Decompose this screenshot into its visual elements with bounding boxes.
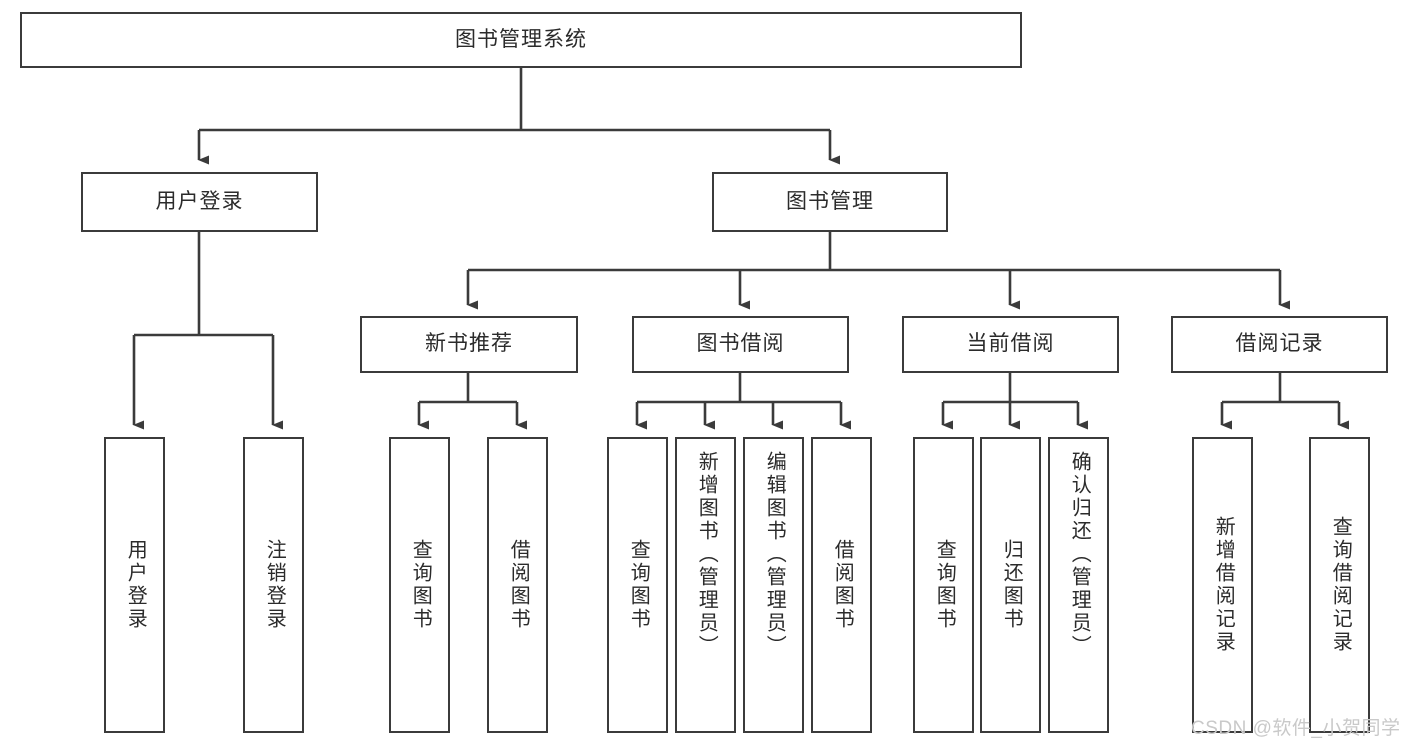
node-current-borrow[interactable]: 当前借阅: [902, 316, 1119, 373]
leaf-query-book-borrow-label: 查询图书: [627, 539, 650, 631]
node-root-label: 图书管理系统: [455, 27, 587, 51]
leaf-return-book-label: 归还图书: [1000, 539, 1023, 631]
leaf-borrow-book-borrow-label: 借阅图书: [831, 539, 854, 631]
leaf-borrow-book-borrow[interactable]: 借阅图书: [811, 437, 872, 733]
leaf-query-book-current[interactable]: 查询图书: [913, 437, 974, 733]
node-borrow-records-label: 借阅记录: [1235, 332, 1324, 356]
node-new-book-recommend-label: 新书推荐: [425, 332, 513, 356]
leaf-query-book-current-label: 查询图书: [933, 539, 956, 631]
node-user-login-label: 用户登录: [155, 189, 244, 213]
node-current-borrow-label: 当前借阅: [966, 332, 1055, 356]
leaf-query-book-borrow[interactable]: 查询图书: [607, 437, 668, 733]
leaf-query-borrow-record-label: 查询借阅记录: [1329, 516, 1352, 654]
csdn-watermark: CSDN @软件_小贺同学: [1191, 718, 1401, 739]
leaf-confirm-return-admin[interactable]: 确认归还（管理员）: [1048, 437, 1109, 733]
leaf-logout[interactable]: 注销登录: [243, 437, 304, 733]
leaf-return-book[interactable]: 归还图书: [980, 437, 1041, 733]
leaf-logout-label: 注销登录: [263, 539, 286, 631]
leaf-add-borrow-record[interactable]: 新增借阅记录: [1192, 437, 1253, 733]
leaf-query-book-newbook[interactable]: 查询图书: [389, 437, 450, 733]
leaf-borrow-book-newbook-label: 借阅图书: [507, 539, 530, 631]
leaf-user-login-label: 用户登录: [124, 539, 147, 631]
leaf-confirm-return-admin-label: 确认归还（管理员）: [1068, 451, 1091, 658]
leaf-add-book-admin[interactable]: 新增图书（管理员）: [675, 437, 736, 733]
node-book-borrow[interactable]: 图书借阅: [632, 316, 849, 373]
node-borrow-records[interactable]: 借阅记录: [1171, 316, 1388, 373]
node-new-book-recommend[interactable]: 新书推荐: [360, 316, 578, 373]
leaf-edit-book-admin[interactable]: 编辑图书（管理员）: [743, 437, 804, 733]
leaf-add-book-admin-label: 新增图书（管理员）: [695, 451, 718, 658]
node-root[interactable]: 图书管理系统: [20, 12, 1022, 68]
node-book-borrow-label: 图书借阅: [696, 332, 785, 356]
node-book-management[interactable]: 图书管理: [712, 172, 948, 232]
leaf-user-login[interactable]: 用户登录: [104, 437, 165, 733]
node-book-management-label: 图书管理: [786, 189, 874, 213]
leaf-borrow-book-newbook[interactable]: 借阅图书: [487, 437, 548, 733]
leaf-add-borrow-record-label: 新增借阅记录: [1212, 516, 1235, 654]
leaf-query-book-newbook-label: 查询图书: [409, 539, 432, 631]
leaf-query-borrow-record[interactable]: 查询借阅记录: [1309, 437, 1370, 733]
leaf-edit-book-admin-label: 编辑图书（管理员）: [763, 451, 786, 658]
node-user-login[interactable]: 用户登录: [81, 172, 318, 232]
